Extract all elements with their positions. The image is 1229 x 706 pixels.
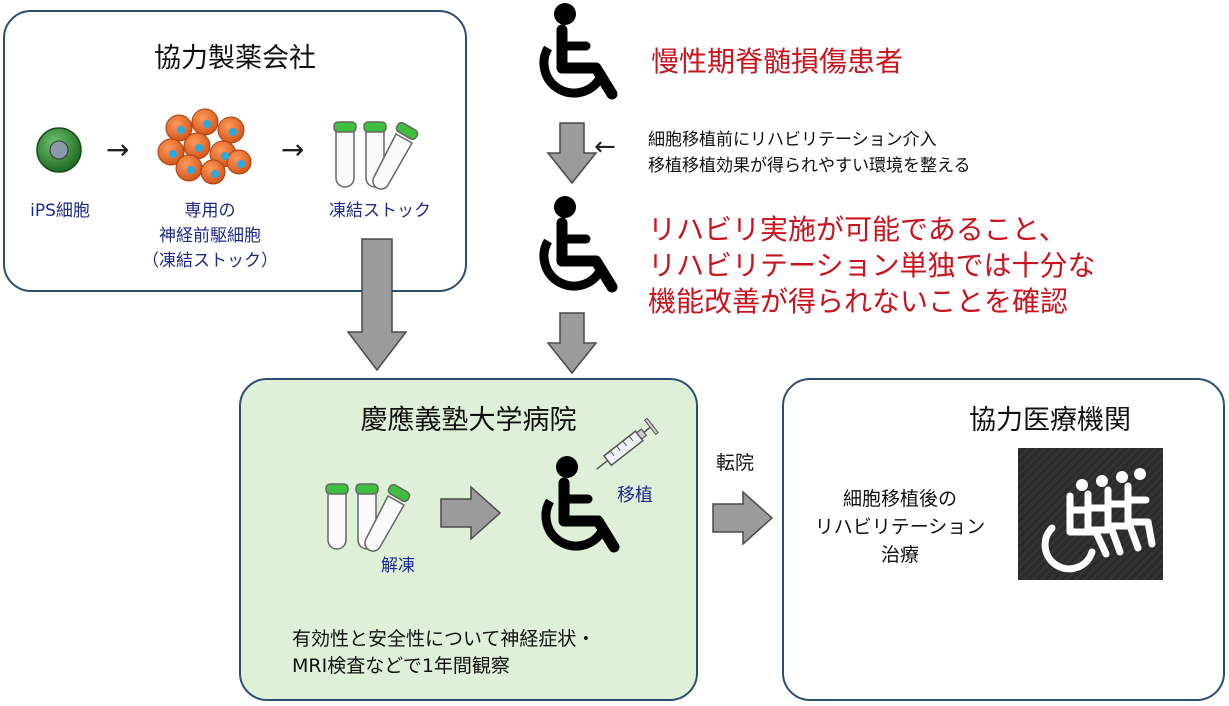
wheelchair-icon-top — [539, 3, 618, 100]
arrow-right-1: → — [106, 133, 130, 166]
company-title: 協力製薬会社 — [154, 43, 316, 74]
rehab-note-line1: 細胞移植前にリハビリテーション介入 — [648, 130, 937, 150]
progenitor-label-line1: 専用の — [184, 201, 236, 221]
observation-line1: 有効性と安全性について神経症状・ — [292, 628, 596, 650]
thaw-label: 解凍 — [381, 556, 415, 576]
transplant-label: 移植 — [617, 485, 653, 506]
thawed-tubes-icon — [325, 483, 411, 552]
confirm-text-line2: リハビリテーション単独では十分な — [648, 249, 1096, 282]
down-arrow-patient-1 — [546, 122, 598, 185]
frozen-stock-tubes-icon — [333, 121, 419, 190]
note-arrow: ← — [594, 132, 616, 162]
progenitor-label-line3: （凍結ストック） — [142, 251, 278, 271]
ips-label: iPS細胞 — [30, 201, 90, 221]
down-arrow-company — [346, 238, 408, 372]
patient-title: 慢性期脊髄損傷患者 — [651, 45, 904, 78]
arrow-right-2: → — [281, 133, 305, 166]
hospital-title: 慶應義塾大学病院 — [360, 405, 577, 436]
wheelchair-icon-transplant — [541, 456, 620, 553]
confirm-text-line1: リハビリ実施が可能であること、 — [648, 213, 1067, 246]
down-arrow-patient-2 — [546, 312, 598, 375]
observation-line2: MRI検査などで1年間観察 — [292, 655, 510, 677]
partner-title: 協力医療機関 — [969, 405, 1131, 436]
right-arrow-transfer — [712, 490, 774, 546]
ips-cell-icon — [36, 127, 82, 173]
syringe-icon — [596, 417, 659, 470]
transfer-label: 転院 — [716, 452, 755, 474]
partner-desc-line3: 治療 — [880, 544, 919, 566]
rehab-note-line2: 移植移植効果が得られやすい環境を整える — [648, 156, 971, 176]
stock-label: 凍結ストック — [329, 201, 431, 221]
rehab-wheelchair-icon — [1018, 448, 1163, 580]
partner-desc-line1: 細胞移植後の — [842, 488, 957, 510]
hospital-box — [239, 378, 698, 701]
wheelchair-icon-middle — [539, 196, 618, 293]
partner-desc-line2: リハビリテーション — [814, 516, 986, 538]
neural-progenitor-cluster-icon — [157, 108, 252, 185]
confirm-text-line3: 機能改善が得られないことを確認 — [648, 285, 1069, 318]
right-arrow-thaw — [440, 485, 502, 541]
progenitor-label-line2: 神経前駆細胞 — [159, 226, 261, 246]
